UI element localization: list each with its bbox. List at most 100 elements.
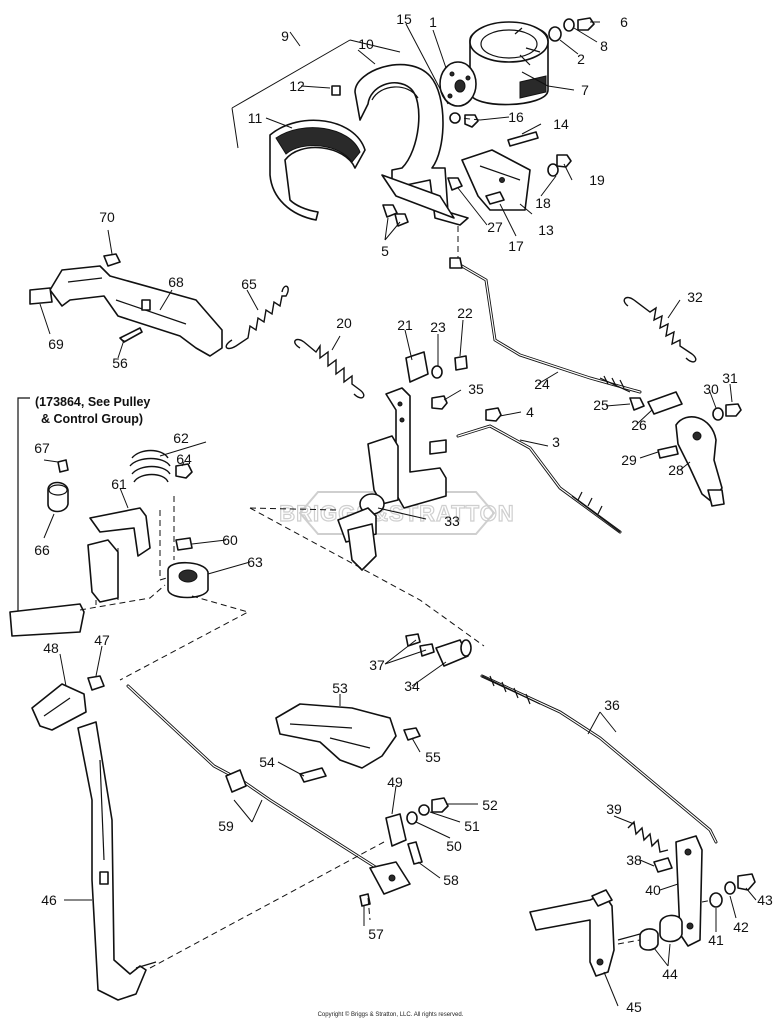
callout-37: 37	[369, 657, 385, 673]
bellcrank-45	[529, 889, 641, 977]
callout-59: 59	[218, 818, 234, 834]
callout-16: 16	[508, 109, 524, 125]
small-hardware-top	[331, 85, 572, 227]
callout-52: 52	[482, 797, 498, 813]
callout-49: 49	[387, 774, 403, 790]
brake-band	[354, 63, 469, 226]
callout-9: 9	[281, 28, 289, 44]
watermark-text: BRIGGS&STRATTON	[279, 501, 514, 526]
callout-41: 41	[708, 932, 724, 948]
rod-59	[126, 684, 382, 872]
callout-27: 27	[487, 219, 503, 235]
callout-46: 46	[41, 892, 57, 908]
reference-note: (173864, See Pulley & Control Group)	[35, 395, 150, 426]
spring-39	[627, 820, 669, 853]
callout-35: 35	[468, 381, 484, 397]
callout-24: 24	[534, 376, 550, 392]
callout-15: 15	[396, 11, 412, 27]
callout-31: 31	[722, 370, 738, 386]
callout-51: 51	[464, 818, 480, 834]
callout-44: 44	[662, 966, 678, 982]
rod-3	[456, 424, 622, 534]
bushings-44	[639, 914, 683, 951]
spring-65	[225, 285, 289, 350]
callout-45: 45	[626, 999, 642, 1015]
callout-56: 56	[112, 355, 128, 371]
brake-rod-24	[449, 257, 642, 394]
pedal-arm-46	[77, 721, 157, 1001]
callout-10: 10	[358, 36, 374, 52]
callout-7: 7	[581, 82, 589, 98]
callout-62: 62	[173, 430, 189, 446]
plate-53	[275, 703, 421, 783]
callout-11: 11	[248, 110, 263, 126]
callout-12: 12	[289, 78, 305, 94]
callout-14: 14	[553, 116, 569, 132]
callout-53: 53	[332, 680, 348, 696]
callout-19: 19	[589, 172, 605, 188]
bracket-68	[29, 253, 223, 357]
callout-61: 61	[111, 476, 127, 492]
callout-26: 26	[631, 417, 647, 433]
callout-25: 25	[593, 397, 609, 413]
callout-48: 48	[43, 640, 59, 656]
spring-20	[294, 338, 365, 399]
callout-58: 58	[443, 872, 459, 888]
callout-5: 5	[381, 243, 389, 259]
callout-labels: 1 2 3 4 5 6 7 8 9 10 11 12 13 14 15 16 1…	[34, 11, 773, 1015]
callout-33: 33	[444, 513, 460, 529]
brake-bracket	[461, 149, 531, 211]
callout-2: 2	[577, 51, 585, 67]
callout-67: 67	[34, 440, 50, 456]
callout-38: 38	[626, 852, 642, 868]
callout-69: 69	[48, 336, 64, 352]
callout-57: 57	[368, 926, 384, 942]
callout-60: 60	[222, 532, 238, 548]
callout-32: 32	[687, 289, 703, 305]
watermark-logo: BRIGGS&STRATTON	[279, 491, 514, 535]
control-lever-33	[337, 387, 447, 571]
callout-47: 47	[94, 632, 110, 648]
left-small-parts	[47, 459, 209, 691]
reference-bracket	[9, 397, 181, 637]
callout-29: 29	[621, 452, 637, 468]
dashed-connectors	[119, 117, 713, 969]
reference-note-line2: & Control Group)	[41, 412, 143, 426]
reference-note-line1: (173864, See Pulley	[35, 395, 150, 409]
callout-23: 23	[430, 319, 446, 335]
callout-70: 70	[99, 209, 115, 225]
callout-39: 39	[606, 801, 622, 817]
copyright-notice: Copyright © Briggs & Stratton, LLC. All …	[317, 1012, 464, 1018]
callout-21: 21	[397, 317, 413, 333]
clevis-49	[359, 813, 411, 907]
callout-13: 13	[538, 222, 554, 238]
callout-18: 18	[535, 195, 551, 211]
callout-65: 65	[241, 276, 257, 292]
callout-1: 1	[429, 14, 437, 30]
drum-hub	[439, 61, 477, 107]
callout-43: 43	[757, 892, 773, 908]
clevis-hardware	[406, 797, 449, 865]
drum-washers	[548, 17, 595, 42]
callout-8: 8	[600, 38, 608, 54]
callout-50: 50	[446, 838, 462, 854]
rod-36	[480, 674, 718, 844]
pivot-34	[405, 633, 472, 667]
callout-20: 20	[336, 315, 352, 331]
spring-62	[129, 449, 171, 483]
callout-36: 36	[604, 697, 620, 713]
callout-6: 6	[620, 14, 628, 30]
brake-arm	[675, 416, 725, 507]
callout-17: 17	[508, 238, 524, 254]
lever-hardware-right	[709, 873, 756, 908]
brake-pedal-48	[31, 683, 87, 731]
callout-63: 63	[247, 554, 263, 570]
callout-54: 54	[259, 754, 275, 770]
callout-28: 28	[668, 462, 684, 478]
callout-22: 22	[457, 305, 473, 321]
spring-32	[623, 296, 697, 363]
callout-66: 66	[34, 542, 50, 558]
callout-68: 68	[168, 274, 184, 290]
callout-4: 4	[526, 404, 534, 420]
